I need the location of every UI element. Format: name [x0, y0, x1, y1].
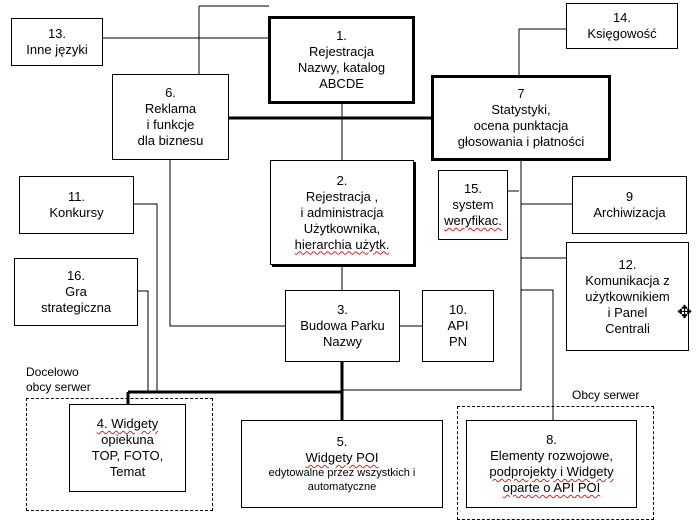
node-7-line-1: 7 — [517, 86, 525, 101]
node-2-user-registration: 2. Rejestracja , i administracja Użytkow… — [270, 160, 414, 265]
node-10-line-3: PN — [448, 334, 468, 349]
node-1-name-registration: 1. Rejestracja Nazwy, katalog ABCDE — [268, 16, 415, 104]
node-4-line-3: TOP, FOTO, — [91, 448, 164, 463]
node-8-line-4: oparte o API POI — [502, 480, 601, 495]
node-15-line-1: 15. — [463, 181, 483, 196]
node-12-line-1: 12. — [618, 256, 637, 272]
node-2-line-5: hierarchia użytk. — [294, 236, 390, 252]
node-4-caretaker-widgets: 4. Widgety opiekuna TOP, FOTO, Temat — [69, 404, 186, 492]
node-8-line-1: 8. — [546, 432, 557, 447]
node-5-poi-widgets: 5. Widgety POI edytowalne przez wszystki… — [241, 420, 443, 508]
external-server-label-left: Docelowo obcy serwer — [26, 365, 91, 395]
node-4-line-2: opiekuna — [101, 432, 154, 447]
node-3-line-1: 3. — [337, 302, 348, 317]
node-2-line-2: Rejestracja , — [305, 188, 379, 204]
node-13-line-2: Inne języki — [26, 42, 88, 57]
node-16-strategy-game: 16. Gra strategiczna — [14, 258, 138, 326]
node-9-line-2: Archiwizacja — [593, 205, 666, 220]
external-server-region-right — [457, 406, 654, 520]
external-server-label-left-line-1: Docelowo — [26, 365, 79, 379]
node-6-line-4: dla biznesu — [137, 133, 204, 148]
node-4-line-1: 4. Widgety — [96, 416, 159, 431]
node-5-line-2: Widgety POI — [305, 450, 379, 465]
node-13-line-1: 13. — [47, 26, 67, 41]
node-11-contests: 11. Konkursy — [19, 176, 134, 234]
node-12-line-4: i Panel — [607, 304, 648, 320]
node-6-business-advertising: 6. Reklama i funkcje dla biznesu — [112, 74, 229, 160]
node-3-name-park: 3. Budowa Parku Nazwy — [285, 290, 400, 362]
external-server-label-right: Obcy serwer — [572, 388, 640, 402]
node-6-line-2: Reklama — [144, 101, 197, 116]
external-server-region-left — [26, 398, 213, 511]
node-3-line-2: Budowa Parku — [300, 318, 385, 333]
node-2-line-3: i administracja — [300, 204, 384, 220]
node-11-line-1: 11. — [67, 189, 86, 204]
node-16-line-3: strategiczna — [40, 300, 112, 315]
node-10-line-1: 10. — [448, 302, 468, 317]
node-2-line-1: 2. — [336, 172, 348, 188]
node-10-line-2: API — [447, 318, 469, 333]
node-8-line-2: Elementy rozwojowe, — [490, 448, 613, 463]
node-12-line-3: użytkownikiem — [585, 288, 670, 304]
external-server-label-left-line-2: obcy serwer — [26, 380, 91, 394]
node-13-other-languages: 13. Inne języki — [11, 18, 103, 66]
node-4-line-4: Temat — [109, 464, 146, 479]
node-14-line-1: 14. — [612, 10, 632, 25]
node-7-line-4: głosowania i płatności — [457, 134, 585, 149]
node-7-line-3: ocena punktacja — [473, 118, 569, 133]
node-10-api: 10. API PN — [422, 290, 494, 362]
node-1-line-4: ABCDE — [319, 76, 364, 91]
node-11-line-2: Konkursy — [49, 205, 104, 220]
node-1-line-3: Nazwy, katalog — [297, 60, 386, 75]
node-12-user-communication: 12. Komunikacja z użytkownikiem i Panel … — [566, 242, 689, 351]
node-12-line-5: Centrali — [605, 320, 650, 336]
node-6-line-1: 6. — [165, 85, 176, 100]
node-7-statistics: 7 Statystyki, ocena punktacja głosowania… — [431, 75, 611, 161]
node-9-line-1: 9 — [625, 189, 634, 204]
node-8-line-3: podprojekty i Widgety — [489, 464, 614, 479]
node-14-accounting: 14. Księgowość — [566, 3, 678, 49]
node-12-line-2: Komunikacja z — [585, 272, 670, 288]
node-8-development-elements: 8. Elementy rozwojowe, podprojekty i Wid… — [466, 420, 637, 508]
node-1-line-1: 1. — [336, 28, 347, 43]
node-6-line-3: i funkcje — [146, 117, 195, 132]
node-16-line-2: Gra — [65, 284, 87, 299]
node-1-line-2: Rejestracja — [308, 44, 375, 59]
node-2-line-4: Użytkownika, — [303, 220, 381, 236]
node-5-subline-2: automatyczne — [307, 481, 377, 493]
node-15-line-3: weryfikac. — [444, 213, 502, 228]
node-9-archiving: 9 Archiwizacja — [572, 176, 687, 234]
node-15-line-2: system — [452, 197, 494, 212]
move-cursor-icon: ✥ — [677, 302, 693, 322]
node-16-line-1: 16. — [66, 268, 86, 283]
node-5-subline-1: edytowalne przez wszystkich i — [268, 467, 416, 479]
node-7-line-2: Statystyki, — [491, 102, 551, 117]
node-14-line-2: Księgowość — [587, 26, 657, 41]
node-15-verification-system: 15. system weryfikac. — [438, 170, 508, 240]
node-3-line-3: Nazwy — [322, 334, 362, 349]
node-5-line-1: 5. — [336, 434, 348, 449]
